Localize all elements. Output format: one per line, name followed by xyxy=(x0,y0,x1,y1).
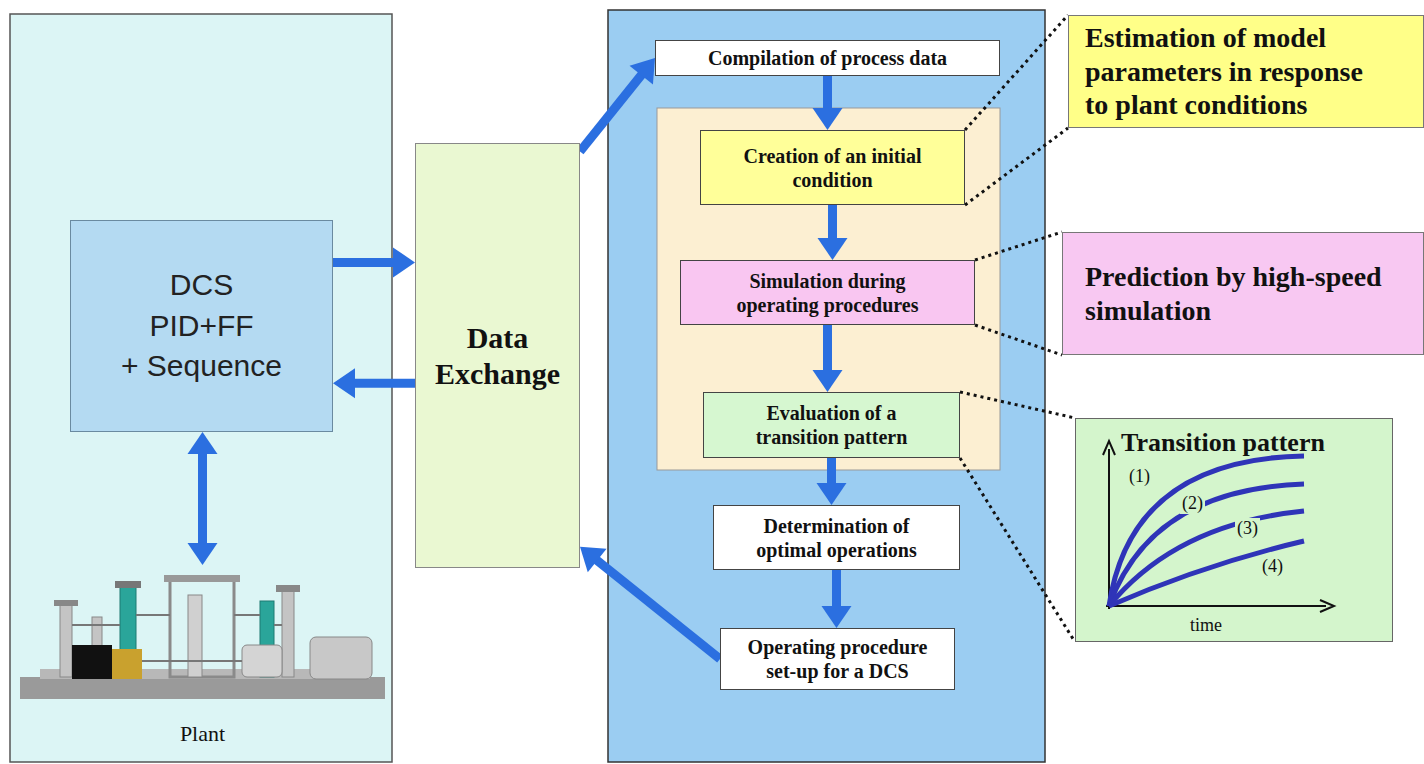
x-axis xyxy=(1106,605,1326,607)
arrow-shaft xyxy=(353,379,415,388)
tower xyxy=(60,605,72,677)
arrow-head xyxy=(813,108,843,130)
arrow-shaft xyxy=(823,325,832,372)
y-axis-head xyxy=(1103,441,1115,455)
frame xyxy=(170,579,234,677)
leader-line xyxy=(975,232,1062,355)
dotted-leader xyxy=(975,325,1062,355)
process-box: Simulation during operating procedures xyxy=(680,260,975,325)
arrow-head xyxy=(817,483,847,505)
response-curve xyxy=(1109,456,1304,606)
flow-arrow xyxy=(188,432,218,565)
yellow-unit xyxy=(112,649,142,679)
node-text: Determination of optimal operations xyxy=(737,514,937,562)
pipework xyxy=(72,615,282,661)
node-text: Operating procedure set-up for a DCS xyxy=(735,635,940,683)
simulation-panel xyxy=(657,108,1000,470)
frame-top xyxy=(164,575,240,582)
response-curve xyxy=(1109,511,1304,606)
tower xyxy=(188,595,202,677)
callout-text: Estimation of model parameters in respon… xyxy=(1085,21,1385,122)
callout-text: Transition pattern xyxy=(1121,427,1325,458)
dotted-leader xyxy=(960,458,1075,642)
flow-arrow xyxy=(333,247,415,277)
exchange-box: Data Exchange xyxy=(415,143,580,568)
arrow-head xyxy=(630,58,655,85)
tower xyxy=(282,591,294,677)
node-text: Plant xyxy=(180,721,225,747)
dotted-leader xyxy=(975,232,1062,260)
plant-node: Plant xyxy=(20,565,385,755)
process-box: Creation of an initial condition xyxy=(700,130,965,205)
leader-line xyxy=(960,392,1075,642)
dotted-leader xyxy=(960,392,1075,418)
arrow-head xyxy=(393,247,415,277)
process-box: Evaluation of a transition pattern xyxy=(703,392,960,458)
tower-cap xyxy=(115,581,141,588)
arrow-head xyxy=(580,547,607,572)
node-text: Creation of an initial condition xyxy=(717,144,949,192)
controller-box: DCSPID+FF+ Sequence xyxy=(70,220,333,432)
callout-box: Transition pattern xyxy=(1075,418,1393,642)
tank xyxy=(310,637,372,679)
node-text: PID+FF xyxy=(149,306,253,347)
arrow-shaft xyxy=(823,76,832,110)
plant-panel xyxy=(10,14,392,762)
arrow-head xyxy=(813,370,843,392)
response-curve xyxy=(1109,541,1304,606)
flow-arrow xyxy=(818,205,848,260)
arrow-head xyxy=(822,606,852,628)
plant-illustration xyxy=(20,565,385,715)
arrow-shaft xyxy=(198,452,207,545)
flow-arrow xyxy=(817,458,847,505)
arrow-head xyxy=(818,238,848,260)
tower-cap xyxy=(276,585,300,592)
arrow-shaft xyxy=(832,570,841,608)
process-box: Determination of optimal operations xyxy=(713,505,960,570)
flow-arrow xyxy=(333,368,415,398)
flow-arrow xyxy=(580,58,655,152)
tower-cap xyxy=(54,600,78,606)
node-text: Simulation during operating procedures xyxy=(720,269,935,317)
arrow-head xyxy=(333,368,355,398)
black-unit xyxy=(72,645,112,679)
x-axis-head xyxy=(1320,600,1334,612)
arrow-shaft xyxy=(596,559,720,659)
arrow-head xyxy=(188,543,218,565)
flow-arrow xyxy=(580,547,720,659)
arrow-shaft xyxy=(580,74,642,152)
node-text: + Sequence xyxy=(121,346,282,387)
flow-arrow xyxy=(813,325,843,392)
process-box: Compilation of process data xyxy=(655,40,1000,76)
node-text: Compilation of process data xyxy=(708,46,947,70)
tank xyxy=(242,645,282,677)
process-box: Operating procedure set-up for a DCS xyxy=(720,628,955,690)
callout-text: Prediction by high-speed simulation xyxy=(1085,260,1395,327)
node-text: Data Exchange xyxy=(426,320,569,392)
flow-arrow xyxy=(822,570,852,628)
response-curve xyxy=(1109,484,1304,606)
arrow-head xyxy=(188,432,218,454)
arrow-shaft xyxy=(828,205,837,240)
plant-ground xyxy=(20,677,385,699)
flow-arrow xyxy=(813,76,843,130)
y-axis xyxy=(1108,449,1110,609)
node-text: DCS xyxy=(170,265,233,306)
callout-box: Prediction by high-speed simulation xyxy=(1062,232,1424,355)
system-panel xyxy=(608,10,1045,762)
dotted-leader xyxy=(965,128,1068,205)
arrow-shaft xyxy=(827,458,836,485)
node-text: Evaluation of a transition pattern xyxy=(737,401,927,449)
arrow-shaft xyxy=(333,258,395,267)
callout-box: Estimation of model parameters in respon… xyxy=(1068,15,1424,128)
